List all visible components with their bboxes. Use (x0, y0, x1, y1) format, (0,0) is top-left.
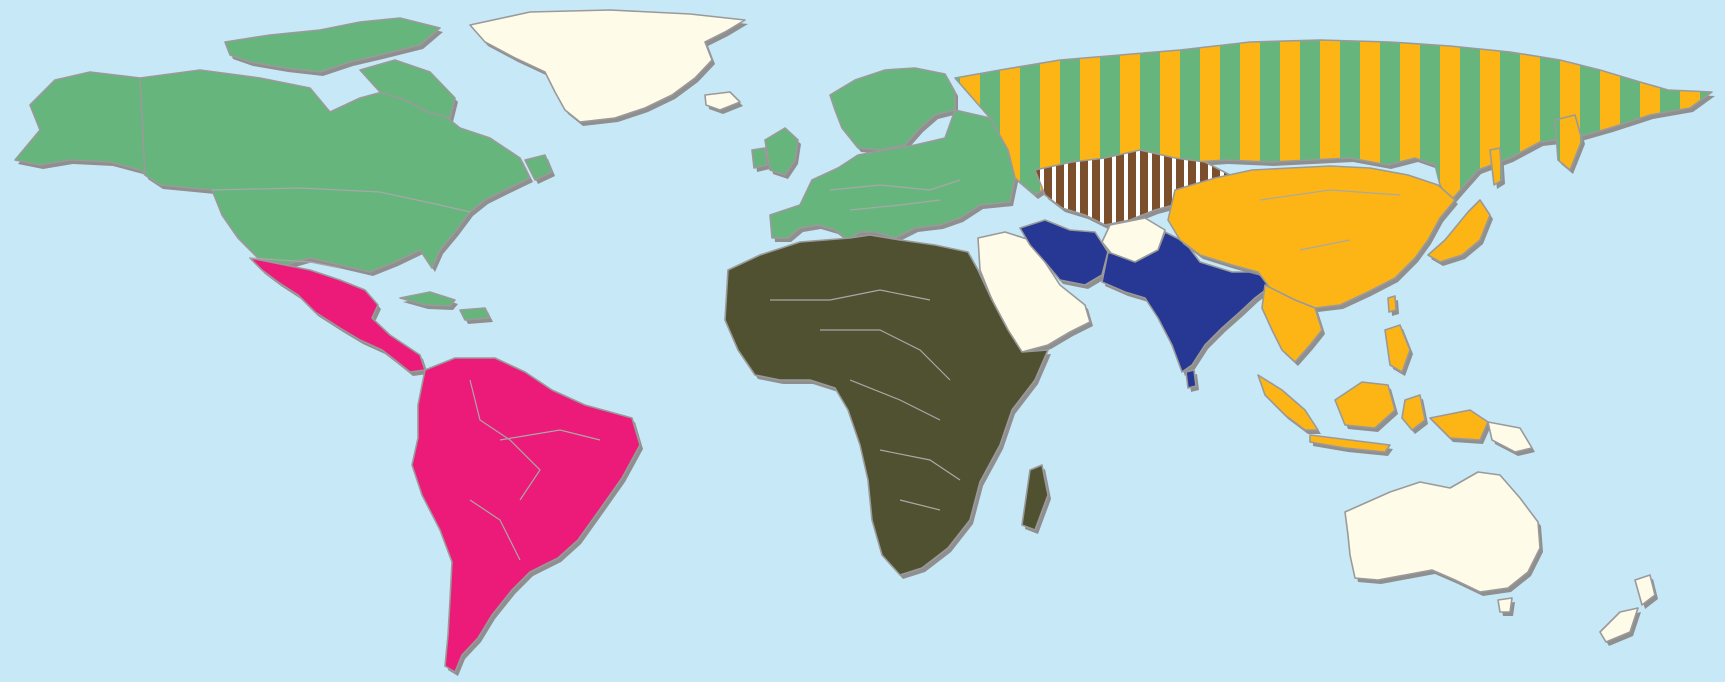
region-greenland[interactable] (469, 9, 748, 126)
region-caribbean[interactable] (399, 291, 493, 324)
asia-borders (1259, 189, 1401, 251)
europe-borders (829, 179, 961, 211)
region-north-america[interactable] (14, 17, 555, 276)
region-central-asia[interactable] (1034, 149, 1233, 229)
south-america-landmass (411, 357, 641, 673)
new-guinea-west (1429, 409, 1489, 441)
canada-usa-border (211, 187, 471, 213)
greenland-landmass (469, 9, 746, 123)
region-east-southeast-asia[interactable] (1167, 165, 1491, 456)
internal-borders (211, 179, 1401, 561)
hispaniola (459, 307, 491, 321)
kamchatka (1554, 114, 1583, 171)
baffin-island (359, 59, 456, 119)
borneo (1334, 381, 1396, 429)
region-iran-pakistan-india[interactable] (1019, 219, 1275, 392)
australia-landmass (1344, 471, 1541, 593)
region-japan[interactable] (1427, 199, 1493, 266)
region-australia-oceania[interactable] (1344, 421, 1658, 646)
cuba (399, 291, 456, 307)
new-zealand-south (1599, 607, 1639, 643)
south-america-borders (469, 379, 601, 561)
region-europe[interactable] (751, 67, 1018, 244)
british-isles (764, 127, 799, 176)
pakistan-india (1101, 231, 1273, 373)
madagascar (1021, 464, 1049, 531)
southeast-asia-mainland (1261, 284, 1323, 363)
ireland (751, 147, 768, 169)
new-zealand-north (1634, 574, 1656, 606)
iceland (704, 91, 741, 111)
canada-usa-mainland (139, 69, 531, 273)
iran (1019, 219, 1109, 286)
africa-landmass (724, 234, 1049, 576)
usa-mexico-border (249, 257, 341, 269)
continental-europe (769, 109, 1016, 241)
taiwan (1387, 295, 1397, 313)
sumatra (1257, 374, 1319, 431)
tasmania (1497, 597, 1513, 613)
scandinavia (829, 67, 956, 151)
newfoundland (524, 154, 553, 181)
new-guinea-east (1487, 421, 1533, 453)
arctic-islands (224, 17, 441, 73)
china-mongolia-korea (1167, 165, 1456, 309)
sulawesi (1401, 394, 1426, 431)
philippines (1384, 324, 1411, 373)
region-africa[interactable] (724, 234, 1051, 579)
sri-lanka (1185, 369, 1197, 389)
java (1309, 434, 1391, 453)
sakhalin (1489, 147, 1503, 186)
region-south-america[interactable] (411, 357, 643, 676)
africa-borders (770, 289, 961, 511)
japan-landmass (1427, 199, 1491, 263)
